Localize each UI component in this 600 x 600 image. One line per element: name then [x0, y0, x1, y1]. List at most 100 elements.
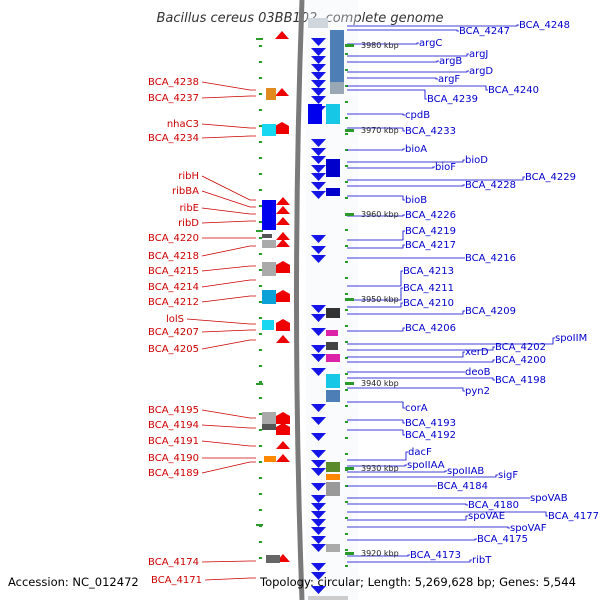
gene-label-cora[interactable]: corA	[405, 403, 428, 414]
gene-label-bca-4214[interactable]: BCA_4214	[148, 282, 199, 293]
gene-label-biob[interactable]: bioB	[405, 195, 427, 206]
gene-label-bca-4220[interactable]: BCA_4220	[148, 233, 199, 244]
tick-dot	[259, 557, 262, 559]
gene-label-bca-4198[interactable]: BCA_4198	[495, 375, 546, 386]
gene-label-lols[interactable]: lolS	[166, 314, 184, 325]
gene-label-bca-4216[interactable]: BCA_4216	[465, 253, 516, 264]
gene-label-spovaf[interactable]: spoVAF	[510, 523, 547, 534]
gene-label-bca-4209[interactable]: BCA_4209	[465, 306, 516, 317]
gene-label-bca-4192[interactable]: BCA_4192	[405, 430, 456, 441]
gene-label-argd[interactable]: argD	[469, 66, 493, 77]
gene-label-bca-4206[interactable]: BCA_4206	[405, 323, 456, 334]
gene-label-bca-4194[interactable]: BCA_4194	[148, 420, 199, 431]
tick-dot	[259, 93, 262, 95]
gene-label-biof[interactable]: bioF	[435, 162, 456, 173]
minus-gene-block	[326, 104, 340, 124]
gene-label-bca-4207[interactable]: BCA_4207	[148, 327, 199, 338]
gene-label-argf[interactable]: argF	[438, 74, 460, 85]
gene-label-bca-4234[interactable]: BCA_4234	[148, 133, 199, 144]
gene-label-ribh[interactable]: ribH	[178, 171, 199, 182]
gene-label-argb[interactable]: argB	[439, 56, 462, 67]
gene-label-sigf[interactable]: sigF	[498, 470, 518, 481]
gene-label-bca-4195[interactable]: BCA_4195	[148, 405, 199, 416]
minus-gene-arrow	[311, 527, 326, 535]
gene-label-spoiiaa[interactable]: spoIIAA	[407, 460, 445, 471]
plus-label-leader	[201, 190, 256, 208]
gene-label-biod[interactable]: bioD	[465, 155, 488, 166]
gene-label-bca-4238[interactable]: BCA_4238	[148, 77, 199, 88]
gene-label-bca-4177[interactable]: BCA_4177	[548, 511, 599, 522]
plus-label-leader	[201, 123, 256, 129]
gene-label-bca-4211[interactable]: BCA_4211	[403, 283, 454, 294]
gene-label-deob[interactable]: deoB	[465, 367, 491, 378]
gene-label-bca-4184[interactable]: BCA_4184	[437, 481, 488, 492]
tick-dot	[259, 269, 262, 271]
gene-label-ribd[interactable]: ribD	[178, 218, 199, 229]
gene-label-bca-4180[interactable]: BCA_4180	[468, 500, 519, 511]
gene-label-bca-4233[interactable]: BCA_4233	[405, 126, 456, 137]
gene-label-bca-4193[interactable]: BCA_4193	[405, 418, 456, 429]
gene-label-xerd[interactable]: xerD	[465, 347, 489, 358]
gene-label-nhac3[interactable]: nhaC3	[167, 119, 199, 130]
gene-label-bca-4229[interactable]: BCA_4229	[525, 172, 576, 183]
gene-label-bca-4248[interactable]: BCA_4248	[519, 20, 570, 31]
plus-label-leader	[201, 329, 256, 333]
gene-label-bca-4240[interactable]: BCA_4240	[488, 85, 539, 96]
tick-dot	[259, 509, 262, 511]
tick-dot	[259, 413, 262, 415]
gene-label-bca-4190[interactable]: BCA_4190	[148, 453, 199, 464]
tick-dot	[345, 453, 348, 455]
gene-label-bca-4237[interactable]: BCA_4237	[148, 93, 199, 104]
gene-label-bca-4200[interactable]: BCA_4200	[495, 355, 546, 366]
gene-label-bca-4175[interactable]: BCA_4175	[477, 534, 528, 545]
gene-label-bca-4174[interactable]: BCA_4174	[148, 557, 199, 568]
gene-label-bca-4218[interactable]: BCA_4218	[148, 251, 199, 262]
gene-label-bioa[interactable]: bioA	[405, 144, 427, 155]
plus-gene-block	[262, 424, 276, 430]
kbp-tick	[345, 44, 354, 47]
gene-label-bca-4213[interactable]: BCA_4213	[403, 266, 454, 277]
gene-label-pyn2[interactable]: pyn2	[465, 386, 490, 397]
gene-label-spoiiab[interactable]: spoIIAB	[447, 466, 484, 477]
gene-label-bca-4191[interactable]: BCA_4191	[148, 436, 199, 447]
gene-label-bca-4226[interactable]: BCA_4226	[405, 210, 456, 221]
gene-label-spovab[interactable]: spoVAB	[530, 493, 568, 504]
plus-gene-arrow	[276, 412, 290, 424]
gene-label-bca-4202[interactable]: BCA_4202	[495, 342, 546, 353]
plus-label-leader	[201, 339, 256, 350]
plus-gene-arrow	[276, 454, 290, 462]
gene-label-bca-4215[interactable]: BCA_4215	[148, 266, 199, 277]
gene-label-bca-4173[interactable]: BCA_4173	[410, 550, 461, 561]
minus-gene-arrow	[311, 460, 326, 468]
tick-dot	[259, 541, 262, 543]
minus-gene-block	[326, 354, 340, 362]
plus-gene-arrow	[275, 122, 289, 134]
gene-label-bca-4217[interactable]: BCA_4217	[405, 240, 456, 251]
gene-label-ribba[interactable]: ribBA	[172, 186, 199, 197]
gene-label-bca-4239[interactable]: BCA_4239	[427, 94, 478, 105]
gene-label-bca-4171[interactable]: BCA_4171	[151, 575, 202, 586]
gene-label-spoiim[interactable]: spoIIM	[555, 333, 587, 344]
gene-label-dacf[interactable]: dacF	[408, 447, 432, 458]
gene-label-bca-4219[interactable]: BCA_4219	[405, 226, 456, 237]
gene-label-bca-4247[interactable]: BCA_4247	[459, 26, 510, 37]
gene-label-ribe[interactable]: ribE	[179, 203, 199, 214]
minus-label-leader	[347, 503, 468, 506]
minus-label-leader	[347, 387, 465, 392]
gene-label-bca-4205[interactable]: BCA_4205	[148, 344, 199, 355]
minus-label-leader	[347, 85, 488, 91]
gene-label-bca-4210[interactable]: BCA_4210	[403, 298, 454, 309]
minus-label-leader	[347, 89, 427, 100]
plus-label-leader	[201, 207, 256, 215]
tick-dot	[345, 181, 348, 183]
gene-label-argj[interactable]: argJ	[469, 49, 488, 60]
minus-gene-arrow	[311, 368, 326, 376]
gene-label-bca-4212[interactable]: BCA_4212	[148, 297, 199, 308]
gene-label-cpdb[interactable]: cpdB	[405, 110, 430, 121]
gene-label-spovae[interactable]: spoVAE	[468, 511, 505, 522]
gene-label-bca-4189[interactable]: BCA_4189	[148, 468, 199, 479]
gene-label-argc[interactable]: argC	[419, 38, 442, 49]
gene-label-ribt[interactable]: ribT	[472, 555, 492, 566]
gene-label-bca-4228[interactable]: BCA_4228	[465, 180, 516, 191]
minus-label-leader	[347, 538, 477, 541]
